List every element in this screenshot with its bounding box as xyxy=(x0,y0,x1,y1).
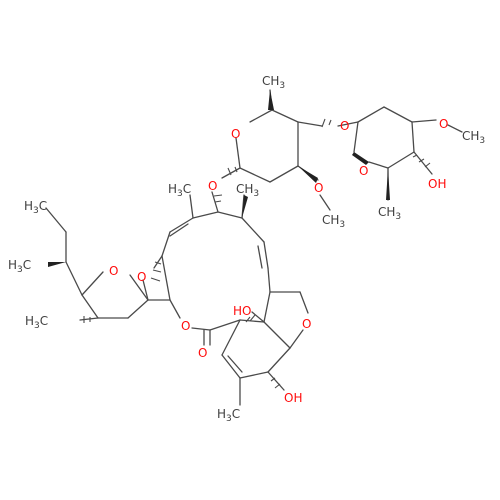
sugar1-methyl: CH3 xyxy=(262,74,285,91)
glycosidic-oxygen-1: O xyxy=(208,179,217,193)
macrocycle-methyl-left: H3C xyxy=(168,182,191,199)
tertiary-hydroxyl: HO xyxy=(233,304,251,318)
sugar2-methyl: CH3 xyxy=(378,205,401,222)
sec-butyl-terminal-methyl: H3C xyxy=(24,199,47,216)
spiro-pyran-oxygen: O xyxy=(109,264,118,278)
methoxy-methyl-2: CH3 xyxy=(462,129,485,146)
cyclohexene-methyl: H3C xyxy=(217,407,240,424)
sec-butyl-branch-methyl: H3C xyxy=(8,258,31,275)
sugar2-hydroxyl: OH xyxy=(428,177,446,191)
pyran-methyl: H3C xyxy=(25,314,48,331)
atom-labels: O O O CH3 OH CH3 O CH3 O O CH3 H3C CH3 H… xyxy=(8,74,485,424)
lactone-carbonyl-oxygen: O xyxy=(198,346,207,360)
methoxy-oxygen-2: O xyxy=(439,117,448,131)
cyclohexene-hydroxyl: OH xyxy=(284,391,302,405)
methoxy-oxygen-1: O xyxy=(314,181,323,195)
macrocycle-methyl-right: CH3 xyxy=(236,182,259,199)
lactone-ring-oxygen: O xyxy=(181,319,190,333)
glycosidic-oxygen-2: O xyxy=(340,119,349,133)
spiro-macrocycle-oxygen: O xyxy=(137,270,146,284)
stereo-bonds xyxy=(48,90,431,389)
methoxy-methyl-1: CH3 xyxy=(322,213,345,230)
furan-oxygen: O xyxy=(302,317,311,331)
sugar1-ring-oxygen: O xyxy=(231,127,240,141)
sugar2-ring-oxygen: O xyxy=(359,164,368,178)
bond-network xyxy=(45,89,463,406)
